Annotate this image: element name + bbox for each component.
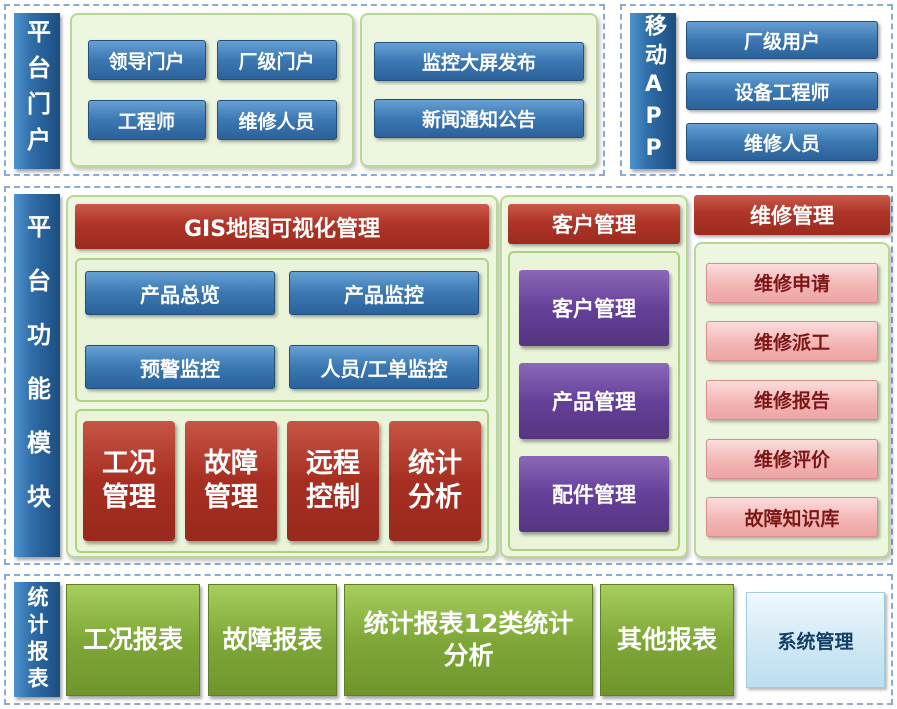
system-management-button: 系统管理	[746, 592, 885, 688]
repair-button-knowledge-base: 故障知识库	[706, 497, 878, 538]
report-button-other-reports: 其他报表	[600, 584, 734, 696]
portal-user-group-panel: 领导门户 厂级门户 工程师 维修人员	[70, 13, 354, 167]
portal-button-monitor-screen-publish: 监控大屏发布	[374, 42, 584, 81]
core-button-remote-control: 远程控制	[287, 421, 379, 541]
section-function-modules: 平台功能模块 GIS地图可视化管理 产品总览 产品监控 预警监控 人员/工单监控…	[4, 186, 893, 565]
report-button-fault-report: 故障报表	[208, 584, 337, 696]
gis-header: GIS地图可视化管理	[75, 204, 489, 249]
report-button-condition-report: 工况报表	[66, 584, 200, 696]
customer-header: 客户管理	[508, 204, 680, 244]
portal-button-leader-portal: 领导门户	[87, 40, 206, 80]
monitor-button-product-monitoring: 产品监控	[289, 271, 479, 315]
repair-button-application: 维修申请	[706, 262, 878, 303]
repair-button-dispatch: 维修派工	[706, 321, 878, 362]
mobile-button-factory-user: 厂级用户	[686, 21, 878, 59]
core-module-panel: 工况管理 故障管理 远程控制 统计分析	[75, 409, 489, 553]
portal-button-news-notice: 新闻通知公告	[374, 99, 584, 138]
monitor-button-warning-monitoring: 预警监控	[85, 345, 275, 389]
gis-module-panel: GIS地图可视化管理 产品总览 产品监控 预警监控 人员/工单监控 工况管理 故…	[66, 195, 498, 558]
section-label-function-modules: 平台功能模块	[14, 194, 60, 557]
gis-monitor-panel: 产品总览 产品监控 预警监控 人员/工单监控	[75, 258, 489, 402]
mobile-button-maintenance-staff: 维修人员	[686, 123, 878, 161]
section-statistical-reports: 统计报表 工况报表 故障报表 统计报表12类统计分析 其他报表 系统管理	[4, 574, 893, 705]
mobile-button-device-engineer: 设备工程师	[686, 72, 878, 110]
repair-header: 维修管理	[694, 195, 890, 235]
report-button-statistics-12-types: 统计报表12类统计分析	[344, 584, 593, 696]
section-label-platform-portal: 平台门户	[14, 13, 60, 169]
customer-button-product-management: 产品管理	[519, 363, 669, 439]
customer-button-parts-management: 配件管理	[519, 456, 669, 532]
portal-button-maintenance-staff: 维修人员	[216, 100, 337, 140]
section-platform-portal: 平台门户 领导门户 厂级门户 工程师 维修人员 监控大屏发布 新闻通知公告	[4, 4, 605, 176]
repair-button-evaluation: 维修评价	[706, 438, 878, 479]
repair-button-report: 维修报告	[706, 379, 878, 420]
section-label-statistical-reports: 统计报表	[14, 582, 60, 697]
repair-item-panel: 维修申请 维修派工 维修报告 维修评价 故障知识库	[694, 242, 890, 558]
monitor-button-staff-workorder-monitoring: 人员/工单监控	[289, 345, 479, 389]
customer-module-panel: 客户管理 客户管理 产品管理 配件管理	[500, 195, 688, 558]
section-label-mobile-app: 移动APP	[630, 13, 676, 169]
core-button-fault-management: 故障管理	[185, 421, 277, 541]
section-mobile-app: 移动APP 厂级用户 设备工程师 维修人员	[620, 4, 893, 176]
monitor-button-product-overview: 产品总览	[85, 271, 275, 315]
portal-button-factory-portal: 厂级门户	[216, 40, 337, 80]
portal-publish-panel: 监控大屏发布 新闻通知公告	[360, 13, 598, 167]
mobile-user-list: 厂级用户 设备工程师 维修人员	[686, 13, 891, 169]
customer-button-customer-management: 客户管理	[519, 270, 669, 346]
core-button-statistical-analysis: 统计分析	[389, 421, 481, 541]
portal-button-engineer: 工程师	[87, 100, 206, 140]
core-button-condition-management: 工况管理	[83, 421, 175, 541]
customer-item-panel: 客户管理 产品管理 配件管理	[508, 251, 680, 551]
